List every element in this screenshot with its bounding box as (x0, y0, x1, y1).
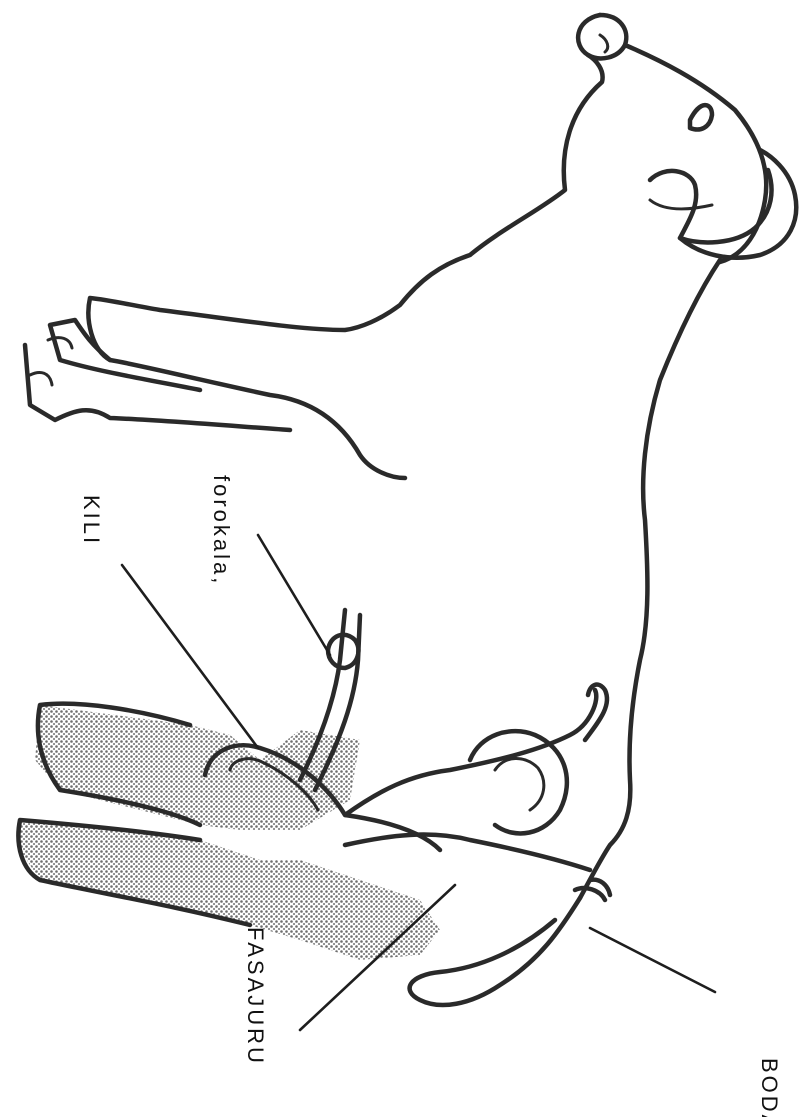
leader-line-forokala (258, 535, 330, 655)
front-leg-near (25, 345, 290, 430)
leader-line-boda (590, 928, 715, 992)
hind-leg-far-shading (35, 705, 360, 830)
cow-ear (650, 200, 712, 209)
cow-body-outline (88, 15, 602, 478)
rumen-loop-inner (495, 758, 544, 810)
label-kili: KILI (79, 495, 104, 546)
label-forokala: forokala, (209, 475, 234, 586)
front-leg-far (50, 320, 200, 390)
cow-nostril (600, 35, 608, 52)
front-hoof-2 (30, 372, 52, 385)
cow-tail (410, 898, 580, 1005)
rumen-loop (470, 731, 567, 833)
cow-eye (690, 105, 712, 129)
front-hoof-1 (48, 338, 72, 348)
cow-back-outline (580, 260, 720, 898)
cervix-tube-lower (345, 835, 590, 870)
cow-jaw (625, 45, 766, 262)
label-fasajuru: FASAJURU (243, 927, 268, 1066)
label-boda: BODA (757, 1058, 782, 1117)
